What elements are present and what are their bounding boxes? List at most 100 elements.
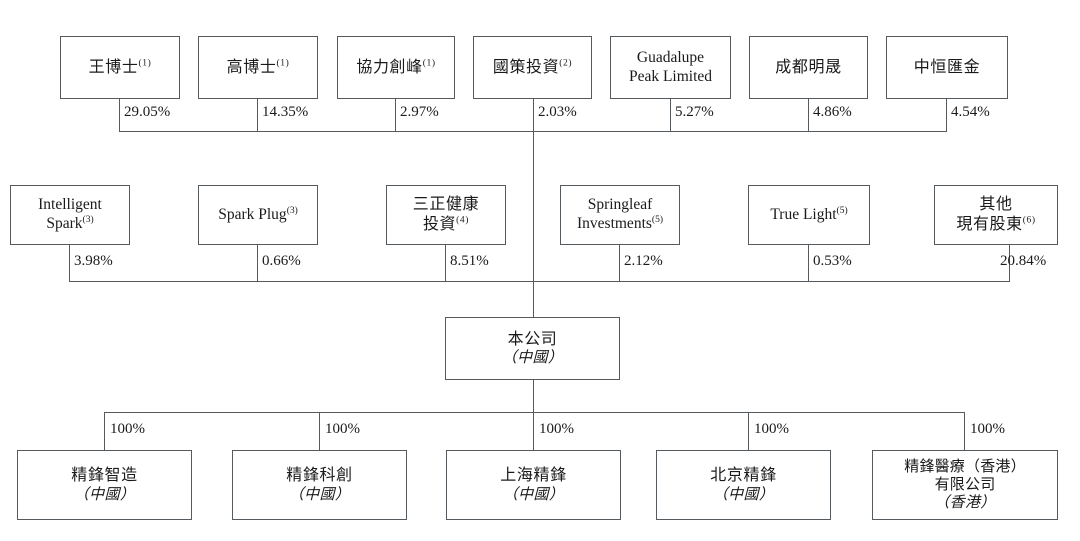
- subsidiary-name-line1: 北京精鋒: [710, 467, 777, 485]
- shareholder-name: 高博士: [226, 58, 277, 76]
- percent-label-tier1-7: 4.54%: [951, 104, 990, 120]
- connector-vertical-tier2-5: [808, 245, 809, 281]
- connector-vertical-tier2-4: [619, 245, 620, 281]
- shareholder-name-line1: Springleaf: [587, 196, 653, 214]
- percent-label-sub-4: 100%: [754, 421, 789, 437]
- footnote-marker: (5): [651, 214, 663, 225]
- shareholder-box-guadalupe-peak: Guadalupe Peak Limited: [610, 36, 731, 99]
- footnote-marker: (1): [138, 58, 152, 69]
- shareholder-name: 中恒匯金: [913, 58, 981, 76]
- footnote-marker: (6): [1022, 215, 1036, 226]
- footnote-marker: (2): [559, 58, 573, 69]
- shareholder-box-spark-plug: Spark Plug(3): [198, 185, 318, 245]
- connector-vertical-sub-5: [964, 412, 965, 450]
- connector-spine-company-to-subsidiaries: [533, 380, 534, 412]
- shareholder-box-other-existing: 其他 現有股東(6): [934, 185, 1058, 245]
- subsidiary-location: （中國）: [288, 486, 351, 503]
- company-name: 本公司: [507, 330, 558, 348]
- percent-label-sub-1: 100%: [110, 421, 145, 437]
- shareholder-name-line1: True Light: [770, 205, 837, 223]
- connector-spine-tier1-to-tier2: [533, 131, 534, 281]
- percent-label-tier2-1: 3.98%: [74, 253, 113, 269]
- shareholder-name-line2: Peak Limited: [628, 67, 713, 85]
- subsidiary-box-jingfeng-kechuang: 精鋒科創 （中國）: [232, 450, 407, 520]
- subsidiary-location: （香港）: [934, 495, 996, 512]
- footnote-marker: (4): [456, 215, 470, 226]
- percent-label-sub-5: 100%: [970, 421, 1005, 437]
- shareholder-name: 成都明晟: [775, 58, 842, 76]
- shareholder-box-springleaf: Springleaf Investments(5): [560, 185, 680, 245]
- company-box: 本公司 （中國）: [445, 317, 620, 380]
- shareholder-name-line1: Spark Plug: [218, 205, 287, 223]
- percent-label-tier2-5: 0.53%: [813, 253, 852, 269]
- shareholder-box-gao: 高博士(1): [198, 36, 318, 99]
- connector-spine-tier2-to-company: [533, 281, 534, 317]
- footnote-marker: (1): [276, 58, 290, 69]
- subsidiary-name-line2: 有限公司: [934, 476, 996, 493]
- percent-label-tier1-4: 2.03%: [538, 104, 577, 120]
- subsidiary-name-line1: 上海精鋒: [500, 467, 567, 485]
- shareholder-name-line1: Guadalupe: [636, 48, 705, 66]
- percent-label-tier2-4: 2.12%: [624, 253, 663, 269]
- subsidiary-box-jingfeng-medical-hk: 精鋒醫療（香港） 有限公司 （香港）: [872, 450, 1058, 520]
- percent-label-sub-3: 100%: [539, 421, 574, 437]
- shareholder-box-xielichuangfeng: 協力創峰(1): [337, 36, 455, 99]
- percent-label-tier2-6: 20.84%: [1000, 253, 1047, 269]
- connector-vertical-sub-3: [533, 412, 534, 450]
- shareholder-box-zhonghenghuijin: 中恒匯金: [886, 36, 1008, 99]
- connector-vertical-tier2-6: [1009, 245, 1010, 281]
- percent-label-tier1-2: 14.35%: [262, 104, 309, 120]
- shareholder-name: 協力創峰: [356, 58, 423, 76]
- footnote-marker: (3): [82, 214, 94, 225]
- percent-label-tier2-2: 0.66%: [262, 253, 301, 269]
- shareholder-box-guocetouzi: 國策投資(2): [473, 36, 592, 99]
- connector-vertical-tier2-1: [69, 245, 70, 281]
- company-location: （中國）: [501, 350, 564, 367]
- percent-label-sub-2: 100%: [325, 421, 360, 437]
- percent-label-tier1-3: 2.97%: [400, 104, 439, 120]
- subsidiary-name-line1: 精鋒科創: [286, 467, 353, 485]
- footnote-marker: (1): [422, 58, 436, 69]
- shareholder-name: 王博士: [88, 58, 139, 76]
- footnote-marker: (3): [286, 205, 298, 216]
- subsidiary-location: （中國）: [502, 486, 565, 503]
- connector-vertical-tier2-3: [445, 245, 446, 281]
- connector-vertical-tier1-6: [808, 99, 809, 131]
- connector-vertical-tier1-4: [533, 99, 534, 131]
- connector-vertical-sub-1: [104, 412, 105, 450]
- connector-vertical-tier2-2: [257, 245, 258, 281]
- percent-label-tier2-3: 8.51%: [450, 253, 489, 269]
- shareholder-name: 國策投資: [492, 58, 560, 76]
- connector-vertical-tier1-2: [257, 99, 258, 131]
- shareholder-name-line1: 其他: [979, 196, 1013, 214]
- shareholder-box-intelligent-spark: Intelligent Spark(3): [10, 185, 130, 245]
- shareholder-box-sanzheng-health: 三正健康 投資(4): [386, 185, 506, 245]
- percent-label-tier1-5: 5.27%: [675, 104, 714, 120]
- connector-vertical-sub-2: [319, 412, 320, 450]
- shareholder-name-line2: Spark: [46, 215, 83, 232]
- shareholder-box-true-light: True Light(5): [748, 185, 870, 245]
- subsidiary-box-beijing-jingfeng: 北京精鋒 （中國）: [656, 450, 831, 520]
- footnote-marker: (5): [836, 205, 848, 216]
- connector-bus-tier2: [69, 281, 1010, 282]
- subsidiary-name-line1: 精鋒醫療（香港）: [904, 458, 1026, 475]
- subsidiary-name-line1: 精鋒智造: [71, 467, 138, 485]
- connector-vertical-tier1-3: [395, 99, 396, 131]
- connector-vertical-tier1-7: [946, 99, 947, 131]
- shareholder-name-line2: 現有股東: [956, 216, 1023, 233]
- shareholder-box-chengdumingsheng: 成都明晟: [749, 36, 868, 99]
- shareholder-box-wang: 王博士(1): [60, 36, 180, 99]
- shareholder-name-line1: 三正健康: [412, 196, 480, 214]
- percent-label-tier1-6: 4.86%: [813, 104, 852, 120]
- connector-vertical-tier1-1: [119, 99, 120, 131]
- connector-bus-subsidiaries: [104, 412, 965, 413]
- subsidiary-location: （中國）: [73, 486, 136, 503]
- connector-vertical-tier1-5: [670, 99, 671, 131]
- shareholder-name-line1: Intelligent: [38, 196, 102, 214]
- shareholder-name-line2: Investments: [577, 215, 652, 232]
- subsidiary-box-shanghai-jingfeng: 上海精鋒 （中國）: [446, 450, 621, 520]
- shareholder-name-line2: 投資: [422, 216, 457, 233]
- percent-label-tier1-1: 29.05%: [124, 104, 171, 120]
- connector-vertical-sub-4: [748, 412, 749, 450]
